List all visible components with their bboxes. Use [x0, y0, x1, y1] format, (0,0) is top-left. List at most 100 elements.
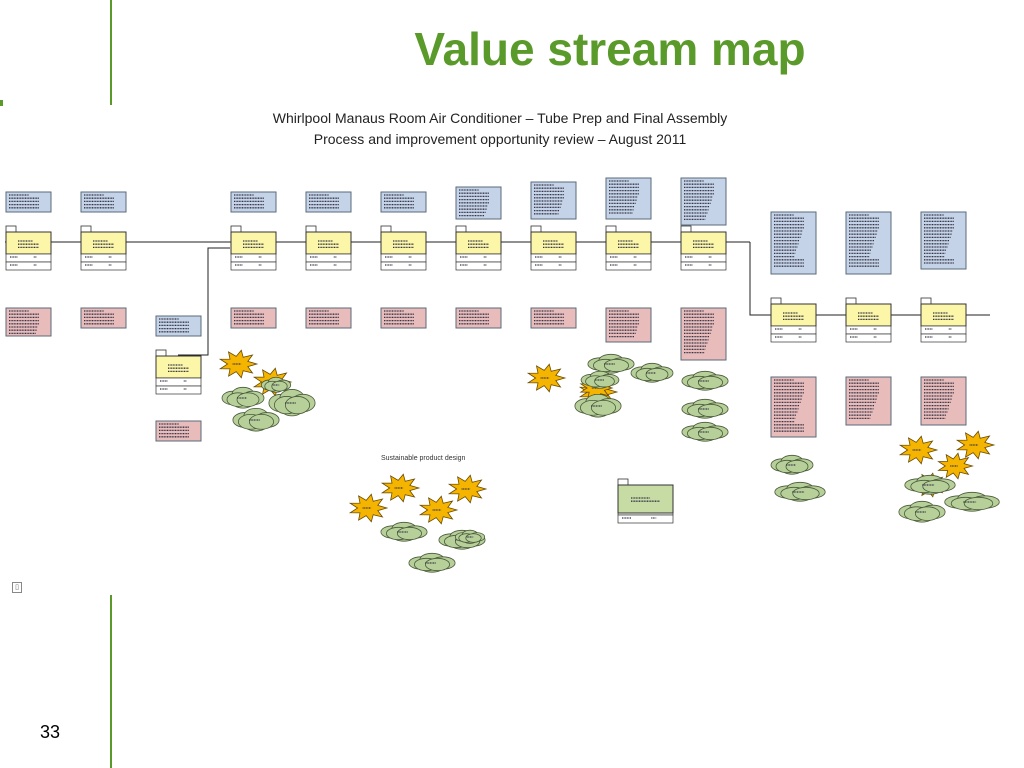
process-box-2	[80, 231, 127, 255]
placeholder-text-lines	[849, 214, 879, 267]
placeholder-text-lines	[93, 240, 114, 249]
improvement-cloud-16	[944, 491, 1000, 512]
kaizen-burst-3	[526, 363, 567, 393]
subprocess-link-line	[178, 247, 230, 356]
process-box-4-tab	[305, 225, 317, 233]
placeholder-text-lines	[631, 497, 660, 502]
process-box-10	[770, 303, 817, 327]
process-box-3-tab	[230, 225, 242, 233]
placeholder-text-lines	[858, 312, 879, 321]
process-box-8-tab	[605, 225, 617, 233]
process-box-7-data-row	[530, 261, 577, 271]
placeholder-text-lines	[849, 379, 879, 420]
process-box-12-tab	[920, 297, 932, 305]
improvement-cloud-19	[260, 376, 292, 393]
issue-box-12	[920, 376, 967, 426]
process-box-6-data-row	[455, 261, 502, 271]
kaizen-burst-9	[898, 435, 939, 465]
placeholder-text-lines	[774, 379, 804, 432]
process-box-10-data-row	[770, 325, 817, 335]
future-state-box	[617, 484, 674, 514]
slide-divider-top	[110, 0, 112, 105]
slide-divider-bottom	[110, 595, 112, 768]
kaizen-burst-6	[348, 493, 389, 523]
process-box-5-data-row	[380, 261, 427, 271]
process-box-7-tab	[530, 225, 542, 233]
process-box-1-data-row	[5, 261, 52, 271]
placeholder-text-lines	[543, 240, 564, 249]
placeholder-text-lines	[459, 310, 489, 325]
process-box-8-data-row	[605, 261, 652, 271]
placeholder-text-lines	[18, 240, 39, 249]
placeholder-text-lines	[9, 310, 39, 335]
process-box-10-tab	[770, 297, 782, 305]
process-box-10-data-row	[770, 333, 817, 343]
placeholder-text-lines	[924, 214, 954, 264]
placeholder-text-lines	[933, 312, 954, 321]
improvement-cloud-11	[774, 481, 826, 502]
process-box-2-data-row	[80, 253, 127, 263]
improvement-cloud-1	[221, 386, 265, 409]
process-box-3	[230, 231, 277, 255]
placeholder-text-lines	[774, 214, 804, 267]
placeholder-text-lines	[618, 240, 639, 249]
placeholder-text-lines	[159, 318, 189, 333]
placeholder-text-lines	[393, 240, 414, 249]
placeholder-text-lines	[159, 423, 189, 438]
process-box-sub-data-row	[155, 377, 202, 387]
info-box-9	[680, 177, 727, 226]
process-box-1-data-row	[5, 253, 52, 263]
process-box-sub-data-row	[155, 385, 202, 395]
process-box-9-tab	[680, 225, 692, 233]
improvement-cloud-18	[580, 370, 620, 389]
process-box-1	[5, 231, 52, 255]
process-box-future-tab	[617, 478, 629, 486]
process-box-12-data-row	[920, 333, 967, 343]
diagram-subtitle-line1: Whirlpool Manaus Room Air Conditioner – …	[272, 110, 728, 126]
process-box-11-tab	[845, 297, 857, 305]
process-box-future-data-row	[617, 514, 674, 524]
placeholder-text-lines	[534, 184, 564, 215]
process-box-11-data-row	[845, 325, 892, 335]
process-box-9	[680, 231, 727, 255]
kaizen-burst-7	[418, 495, 459, 525]
improvement-cloud-5	[630, 362, 674, 383]
process-box-4-data-row	[305, 253, 352, 263]
slide-edge-mark	[0, 100, 3, 106]
improvement-cloud-12	[380, 521, 428, 542]
improvement-cloud-14	[408, 552, 456, 573]
placeholder-text-lines	[468, 240, 489, 249]
process-box-4-data-row	[305, 261, 352, 271]
process-box-9-data-row	[680, 253, 727, 263]
process-box-5-tab	[380, 225, 392, 233]
info-box-11	[845, 211, 892, 275]
placeholder-text-lines	[783, 312, 804, 321]
placeholder-text-lines	[318, 240, 339, 249]
process-box-4	[305, 231, 352, 255]
process-box-7	[530, 231, 577, 255]
process-box-2-tab	[80, 225, 92, 233]
placeholder-text-lines	[309, 310, 339, 325]
placeholder-text-lines	[243, 240, 264, 249]
improvement-cloud-3	[232, 407, 280, 432]
placeholder-text-lines	[84, 194, 114, 209]
placeholder-text-lines	[234, 194, 264, 209]
issue-box-11	[845, 376, 892, 426]
placeholder-text-lines	[609, 180, 639, 214]
process-box-7-data-row	[530, 253, 577, 263]
process-box-1-tab	[5, 225, 17, 233]
process-box-9-data-row	[680, 261, 727, 271]
placeholder-text-lines	[9, 194, 39, 209]
process-box-sub	[155, 355, 202, 379]
placeholder-text-lines	[534, 310, 564, 325]
process-box-3-data-row	[230, 253, 277, 263]
kaizen-burst-10	[955, 430, 996, 460]
placeholder-text-lines	[693, 240, 714, 249]
process-box-sub-tab	[155, 349, 167, 357]
placeholder-text-lines	[168, 364, 189, 373]
kaizen-burst-5	[380, 473, 421, 503]
placeholder-text-lines	[84, 310, 114, 325]
placeholder-text-lines	[459, 189, 489, 217]
process-box-2-data-row	[80, 261, 127, 271]
